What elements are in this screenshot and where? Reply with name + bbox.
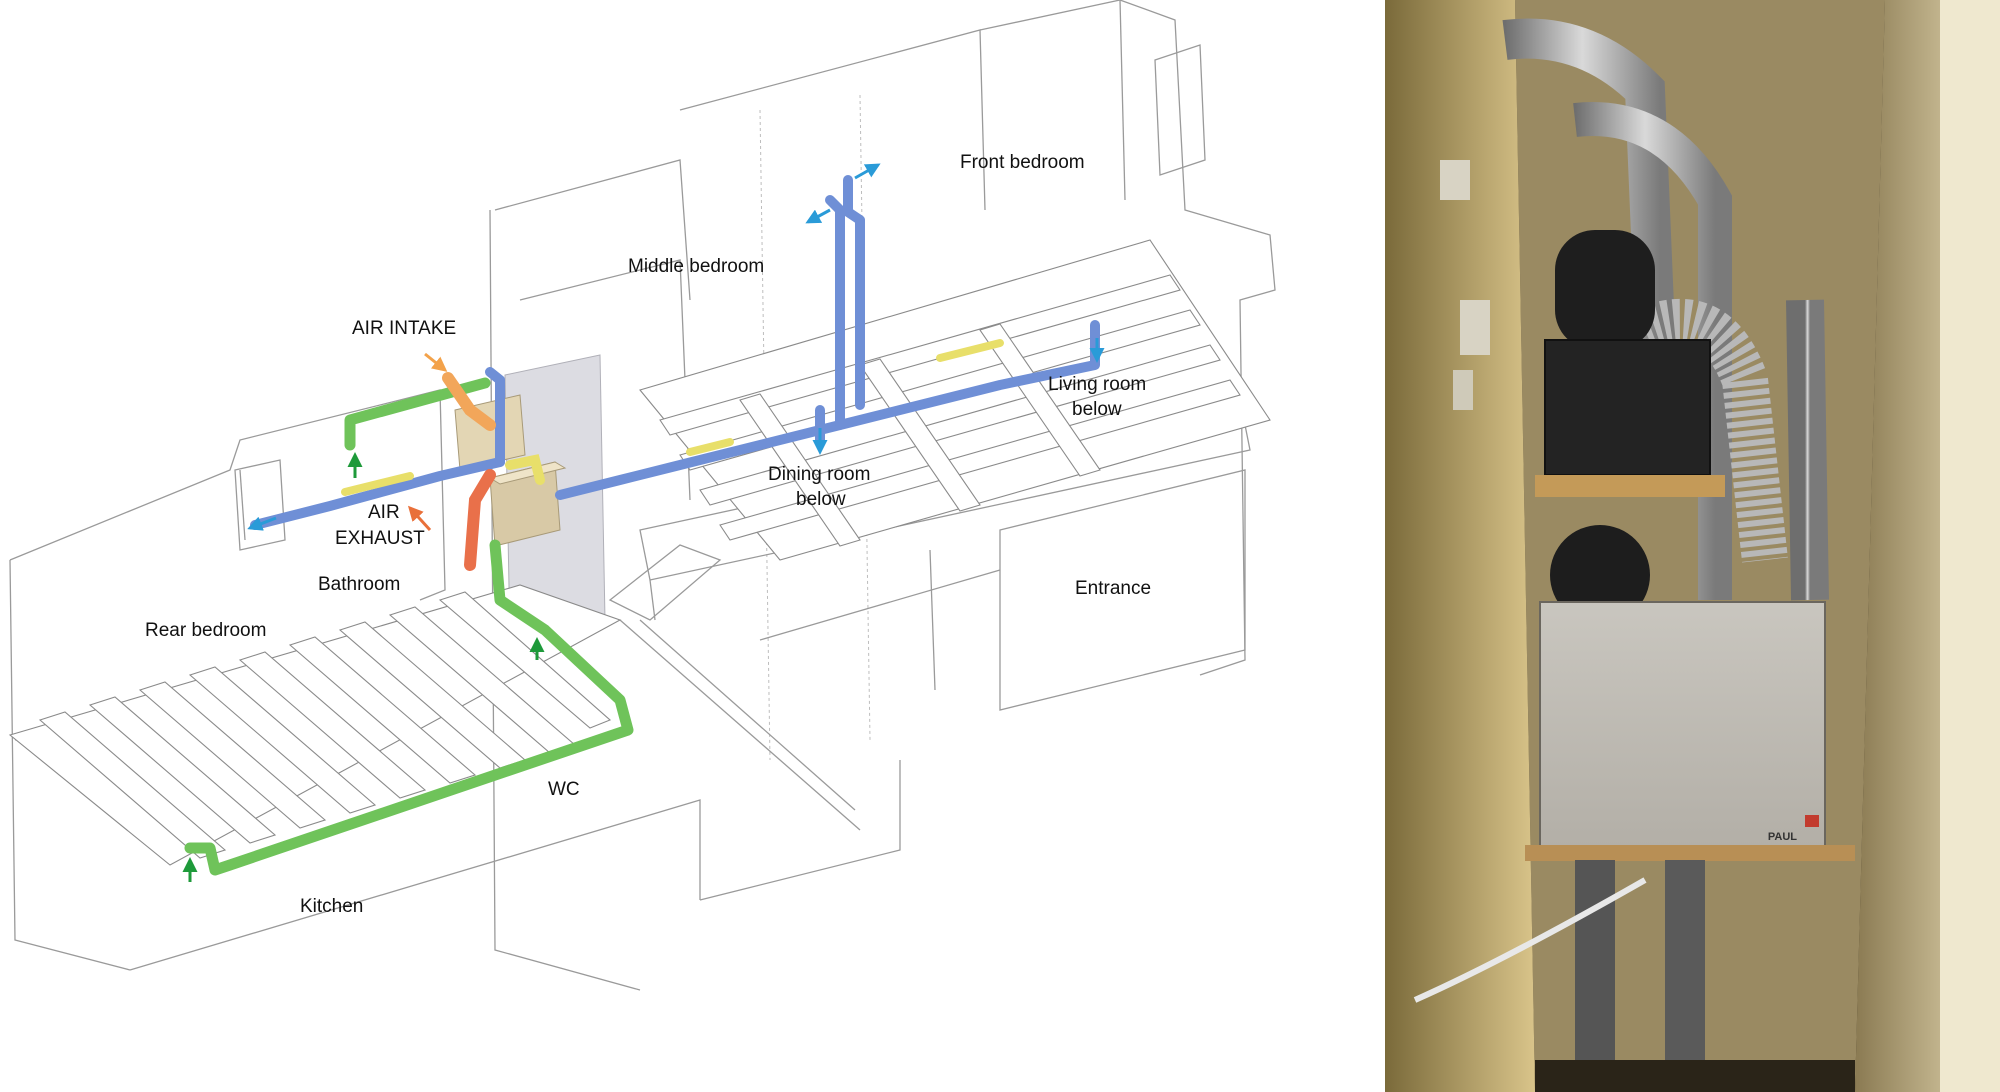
label-dining-room-1: Dining room [768,464,870,485]
label-bathroom: Bathroom [318,574,400,595]
flow-arrows [182,163,1105,882]
label-wc: WC [548,779,580,800]
supply-duct [250,175,1100,530]
unit-brand-label: PAUL [1768,831,1797,843]
label-entrance: Entrance [1075,578,1151,599]
label-living-room-1: Living room [1048,374,1146,395]
intake-duct [442,372,545,485]
label-living-room-2: below [1072,399,1122,420]
diagram-labels: Front bedroom Middle bedroom AIR INTAKE … [145,152,1151,917]
label-middle-bedroom: Middle bedroom [628,256,764,277]
label-front-bedroom: Front bedroom [960,152,1085,173]
label-dining-room-2: below [796,489,846,510]
mvhr-unit-front [1539,601,1826,848]
label-rear-bedroom: Rear bedroom [145,620,266,641]
label-air-intake: AIR INTAKE [352,318,456,339]
label-air-exhaust-1: AIR [368,502,400,523]
ventilation-diagram: Front bedroom Middle bedroom AIR INTAKE … [8,0,1276,991]
label-air-exhaust-2: EXHAUST [335,528,425,549]
mvhr-cupboard-photo: PAUL [1385,0,2000,1092]
exhaust-duct [464,469,496,571]
label-kitchen: Kitchen [300,896,363,917]
extract-duct [184,377,634,876]
rear-floor-joists [8,584,622,866]
